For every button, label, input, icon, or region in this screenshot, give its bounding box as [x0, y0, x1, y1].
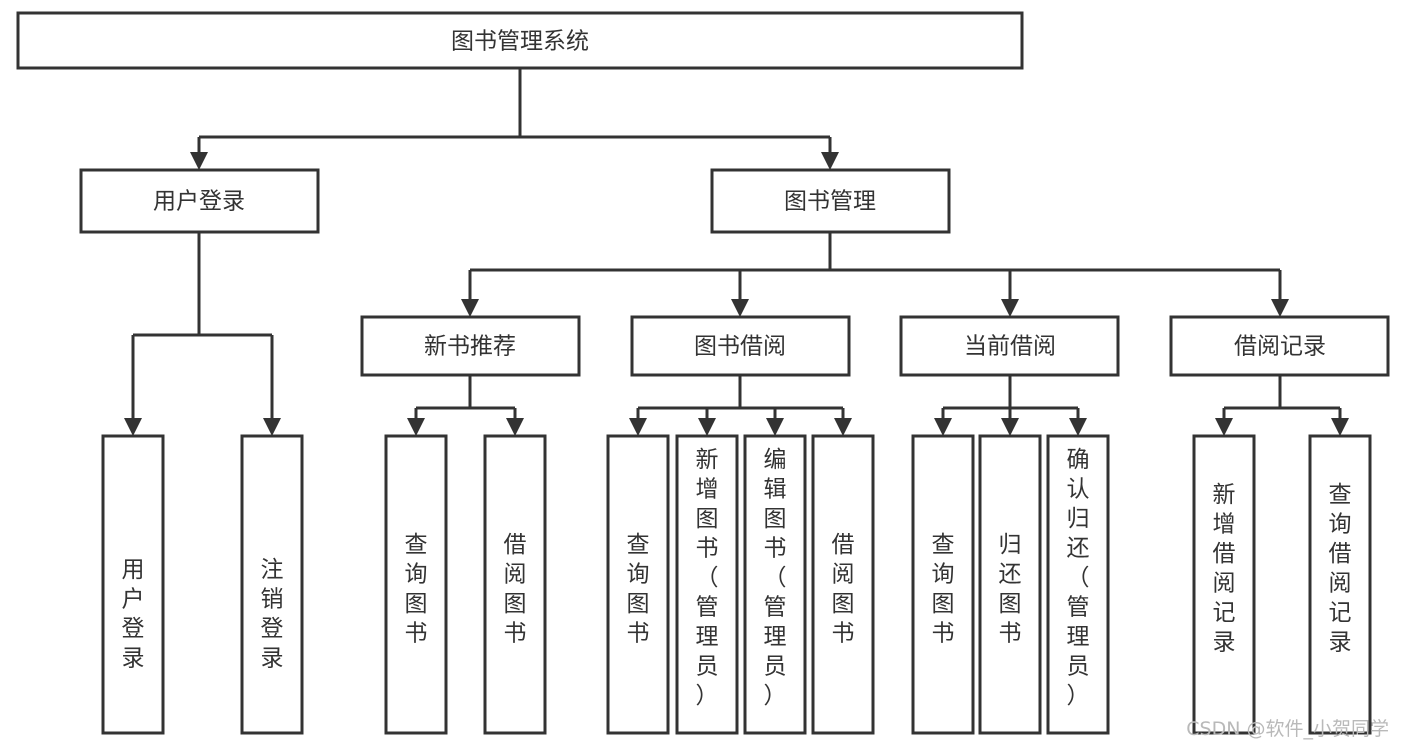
node-user-login[interactable]: 用户登录	[79, 168, 320, 234]
node-book-management-box[interactable]	[710, 168, 951, 234]
arrow-head-current-borrow	[1001, 299, 1019, 317]
node-leaf-br-add-record-box[interactable]	[1192, 434, 1256, 735]
node-leaf-nb-borrow-book-label: 借阅图书	[504, 532, 527, 647]
arrow-head-leaf-user-login	[124, 418, 142, 436]
arrow-head-br-query-record	[1331, 418, 1349, 436]
node-leaf-nb-query-book-label: 查询图书	[405, 532, 428, 647]
node-root[interactable]: 图书管理系统	[16, 11, 1024, 70]
node-new-book-recommend-box[interactable]	[360, 315, 581, 377]
node-leaf-nb-query-book-box[interactable]	[384, 434, 448, 735]
node-leaf-nb-borrow-book-box[interactable]	[483, 434, 547, 735]
arrow-head-user-login	[190, 152, 208, 170]
node-new-book-recommend[interactable]: 新书推荐	[360, 315, 581, 377]
node-borrow-record[interactable]: 借阅记录	[1169, 315, 1390, 377]
node-leaf-br-query-record-label: 查询借阅记录	[1329, 482, 1352, 656]
arrow-head-book-borrow	[731, 299, 749, 317]
node-leaf-logout-box[interactable]	[240, 434, 304, 735]
node-book-borrow-label: 图书借阅	[694, 334, 786, 360]
arrow-head-cb-confirm-return	[1069, 418, 1087, 436]
node-leaf-cb-return-book[interactable]: 归还图书	[978, 434, 1042, 735]
node-leaf-bb-query-book[interactable]: 查询图书	[606, 434, 670, 735]
node-leaf-bb-add-book[interactable]: 新增图书（管理员）	[675, 434, 739, 735]
node-leaf-bb-add-book-label: 新增图书（管理员）	[696, 447, 719, 709]
node-leaf-br-add-record-label: 新增借阅记录	[1213, 482, 1236, 656]
node-current-borrow-label: 当前借阅	[964, 334, 1056, 360]
node-book-borrow[interactable]: 图书借阅	[630, 315, 851, 377]
node-current-borrow[interactable]: 当前借阅	[899, 315, 1120, 377]
node-book-borrow-box[interactable]	[630, 315, 851, 377]
node-leaf-bb-add-book-box[interactable]	[675, 434, 739, 735]
node-leaf-bb-query-book-label: 查询图书	[627, 532, 650, 647]
arrow-head-bb-add-book	[698, 418, 716, 436]
node-leaf-logout-label: 注销登录	[261, 557, 284, 672]
node-new-book-recommend-label: 新书推荐	[424, 334, 516, 360]
node-leaf-br-query-record-box[interactable]	[1308, 434, 1372, 735]
arrow-head-nb-query-book	[407, 418, 425, 436]
node-book-management-label: 图书管理	[784, 189, 876, 215]
node-leaf-cb-query-book-box[interactable]	[911, 434, 975, 735]
node-leaf-cb-return-book-label: 归还图书	[999, 532, 1022, 647]
node-leaf-user-login[interactable]: 用户登录	[101, 434, 165, 735]
arrow-head-nb-borrow-book	[506, 418, 524, 436]
arrow-head-cb-query-book	[934, 418, 952, 436]
arrow-head-bb-borrow-book	[834, 418, 852, 436]
arrow-head-borrow-record	[1271, 299, 1289, 317]
node-leaf-cb-confirm-return-box[interactable]	[1046, 434, 1110, 735]
node-leaf-bb-edit-book-box[interactable]	[743, 434, 807, 735]
node-root-label: 图书管理系统	[451, 29, 589, 55]
node-user-login-box[interactable]	[79, 168, 320, 234]
node-user-login-label: 用户登录	[153, 189, 245, 215]
node-leaf-cb-confirm-return-label: 确认归还（管理员）	[1067, 447, 1090, 709]
node-leaf-br-add-record[interactable]: 新增借阅记录	[1192, 434, 1256, 735]
node-leaf-user-login-box[interactable]	[101, 434, 165, 735]
node-leaf-cb-query-book[interactable]: 查询图书	[911, 434, 975, 735]
node-leaf-nb-query-book[interactable]: 查询图书	[384, 434, 448, 735]
node-leaf-logout[interactable]: 注销登录	[240, 434, 304, 735]
arrow-head-book-mgmt	[821, 152, 839, 170]
arrow-head-bb-query-book	[629, 418, 647, 436]
node-leaf-user-login-label: 用户登录	[122, 557, 145, 672]
arrow-head-br-add-record	[1215, 418, 1233, 436]
node-leaf-br-query-record[interactable]: 查询借阅记录	[1308, 434, 1372, 735]
node-leaf-bb-borrow-book-box[interactable]	[811, 434, 875, 735]
node-borrow-record-box[interactable]	[1169, 315, 1390, 377]
node-leaf-bb-borrow-book-label: 借阅图书	[832, 532, 855, 647]
node-leaf-bb-edit-book-label: 编辑图书（管理员）	[764, 447, 787, 709]
node-leaf-cb-query-book-label: 查询图书	[932, 532, 955, 647]
node-leaf-bb-query-book-box[interactable]	[606, 434, 670, 735]
node-leaf-cb-return-book-box[interactable]	[978, 434, 1042, 735]
arrow-head-cb-return-book	[1001, 418, 1019, 436]
node-leaf-bb-edit-book[interactable]: 编辑图书（管理员）	[743, 434, 807, 735]
arrow-head-bb-edit-book	[766, 418, 784, 436]
arrow-head-new-book	[461, 299, 479, 317]
node-root-box[interactable]	[16, 11, 1024, 70]
arrow-head-leaf-logout	[263, 418, 281, 436]
node-book-management[interactable]: 图书管理	[710, 168, 951, 234]
node-borrow-record-label: 借阅记录	[1234, 334, 1326, 360]
node-current-borrow-box[interactable]	[899, 315, 1120, 377]
connector-layer	[124, 68, 1349, 436]
node-leaf-nb-borrow-book[interactable]: 借阅图书	[483, 434, 547, 735]
node-leaf-bb-borrow-book[interactable]: 借阅图书	[811, 434, 875, 735]
node-leaf-cb-confirm-return[interactable]: 确认归还（管理员）	[1046, 434, 1110, 735]
